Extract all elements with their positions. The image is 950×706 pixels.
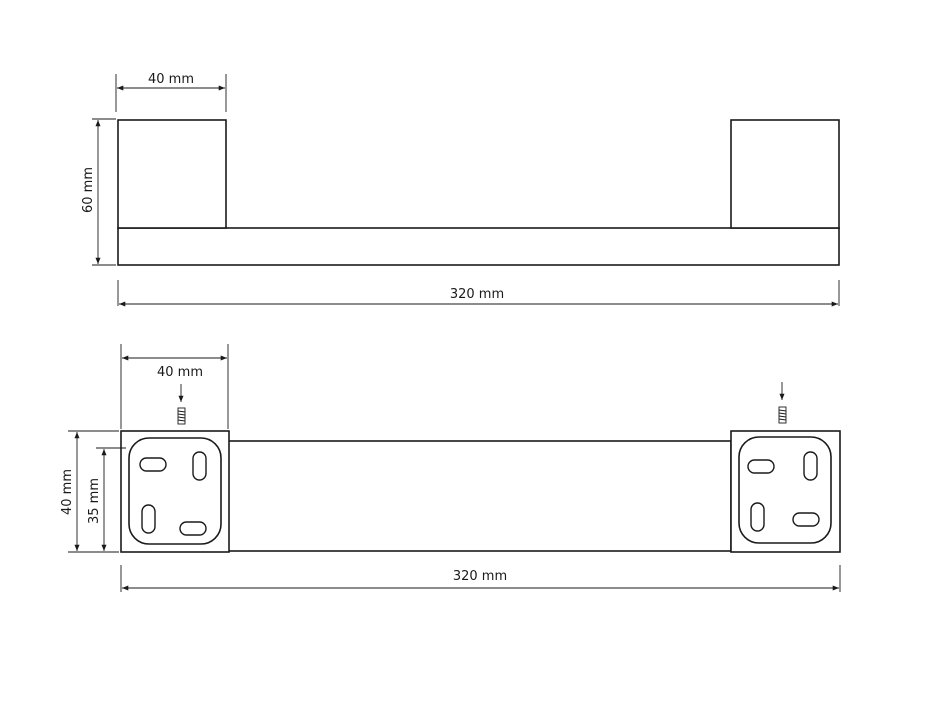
side-view: 40 mm 60 mm 320 mm xyxy=(81,72,840,307)
right-screw-icon xyxy=(778,382,787,424)
side-mount-width-dimension: 40 mm xyxy=(115,72,227,112)
right-screw-slot xyxy=(803,451,818,481)
top-view-right-mount xyxy=(730,430,841,553)
left-screw-slot xyxy=(192,451,207,481)
left-screw-slot xyxy=(179,521,207,536)
side-mount-width-label: 40 mm xyxy=(148,72,194,87)
side-view-bar xyxy=(117,227,840,266)
side-length-label: 320 mm xyxy=(450,287,504,302)
top-view: 40 mm 40 mm 35 mm 320 mm xyxy=(60,344,841,592)
top-depth-outer-dimension: 40 mm xyxy=(60,430,119,553)
top-view-bar xyxy=(227,440,732,552)
right-screw-slot xyxy=(792,512,820,527)
side-view-right-mount xyxy=(730,119,840,229)
side-length-dimension: 320 mm xyxy=(117,280,840,307)
side-height-label: 60 mm xyxy=(81,167,96,213)
left-screw-slot xyxy=(139,457,167,472)
top-mount-width-label: 40 mm xyxy=(157,365,203,380)
side-view-left-mount xyxy=(117,119,227,229)
left-screw-icon xyxy=(177,384,186,425)
right-screw-slot xyxy=(747,459,775,474)
top-mount-width-dimension: 40 mm xyxy=(120,344,229,429)
top-length-label: 320 mm xyxy=(453,569,507,584)
left-screw-slot xyxy=(141,504,156,534)
top-view-left-mount xyxy=(120,430,230,553)
right-screw-slot xyxy=(750,502,765,532)
top-depth-plate-dimension: 35 mm xyxy=(87,447,126,553)
top-length-dimension: 320 mm xyxy=(120,565,841,592)
top-depth-outer-label: 40 mm xyxy=(60,469,75,515)
side-height-dimension: 60 mm xyxy=(81,118,116,266)
top-depth-plate-label: 35 mm xyxy=(87,478,102,524)
